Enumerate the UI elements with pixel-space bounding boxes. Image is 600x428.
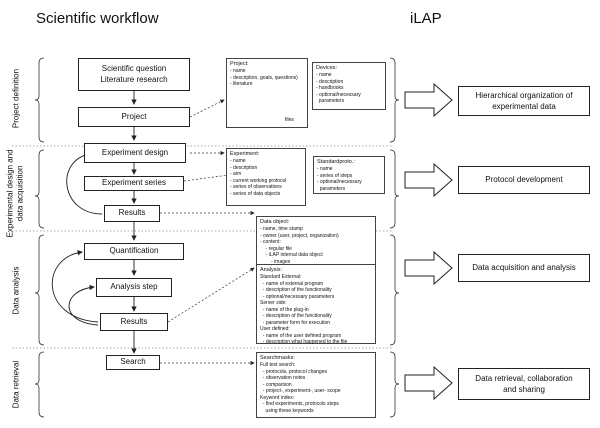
project-detail-heading: Project: — [230, 61, 249, 67]
experiment-design-box: Experiment design — [84, 143, 186, 163]
quantification-box: Quantification — [84, 243, 184, 260]
analysis-step-box: Analysis step — [96, 278, 172, 297]
section-dividers — [12, 145, 392, 349]
standardproto-detail-items: - name - series of steps - optional/nece… — [317, 166, 362, 192]
searchmasks-detail-box: Searchmasks: Full text search: - protoco… — [256, 352, 376, 418]
experiment-series-box: Experiment series — [84, 176, 184, 191]
experiment-detail-box: Experiment: - name - description - aim -… — [226, 148, 306, 206]
experiment-detail-items: - name - description - aim - current wor… — [230, 158, 287, 197]
standardproto-detail-box: Standardproto.: - name - series of steps… — [313, 156, 385, 194]
project-box: Project — [78, 107, 190, 127]
result-protocol-development: Protocol development — [458, 166, 590, 194]
right-section-braces — [389, 57, 400, 418]
data-object-detail-items: - name, time stamp - owner (user, projec… — [260, 226, 339, 284]
devices-detail-heading: Devices: — [316, 65, 338, 71]
analysis-detail-box: Analysis: Standard External: - name of e… — [256, 264, 376, 346]
scientific-question-box: Scientific question Literature research — [78, 58, 190, 91]
search-box: Search — [106, 355, 160, 370]
analysis-detail-items: Standard External: - name of external pr… — [260, 274, 348, 346]
result-hierarchical-organization: Hierarchical organization of experimenta… — [458, 86, 590, 116]
project-detail-items: - name - description, goals, questions) … — [230, 68, 298, 88]
ilap-title: iLAP — [410, 10, 442, 27]
devices-detail-box: Devices: - name - description - handbook… — [312, 62, 386, 110]
section-label-data-retrieval: Data retrieval — [11, 360, 21, 409]
results-box-1: Results — [104, 205, 160, 222]
data-object-detail-heading: Data object: — [260, 219, 290, 225]
section-label-project-definition: Project definition — [11, 68, 21, 129]
searchmasks-detail-heading: Searchmasks: — [260, 355, 295, 361]
workflow-title: Scientific workflow — [36, 10, 159, 27]
standardproto-detail-heading: Standardproto.: — [317, 159, 355, 165]
analysis-detail-heading: Analysis: — [260, 267, 283, 273]
feedback-loops — [51, 152, 103, 326]
section-label-data-analysis: Data analysis — [11, 266, 21, 315]
project-files-label: files — [285, 117, 294, 123]
project-detail-box: Project: - name - description, goals, qu… — [226, 58, 308, 128]
block-arrows — [404, 82, 453, 401]
result-data-acquisition: Data acquisition and analysis — [458, 254, 590, 282]
left-section-braces — [34, 57, 45, 418]
searchmasks-detail-items: Full text search: - protocols, protocol … — [260, 362, 341, 414]
result-data-retrieval: Data retrieval, collaboration and sharin… — [458, 368, 590, 400]
devices-detail-items: - name - description - handbooks - optio… — [316, 72, 361, 105]
results-box-2: Results — [100, 313, 168, 331]
experiment-detail-heading: Experiment: — [230, 151, 260, 157]
section-label-experimental-design: Experimental design and data acquisition — [5, 149, 25, 238]
